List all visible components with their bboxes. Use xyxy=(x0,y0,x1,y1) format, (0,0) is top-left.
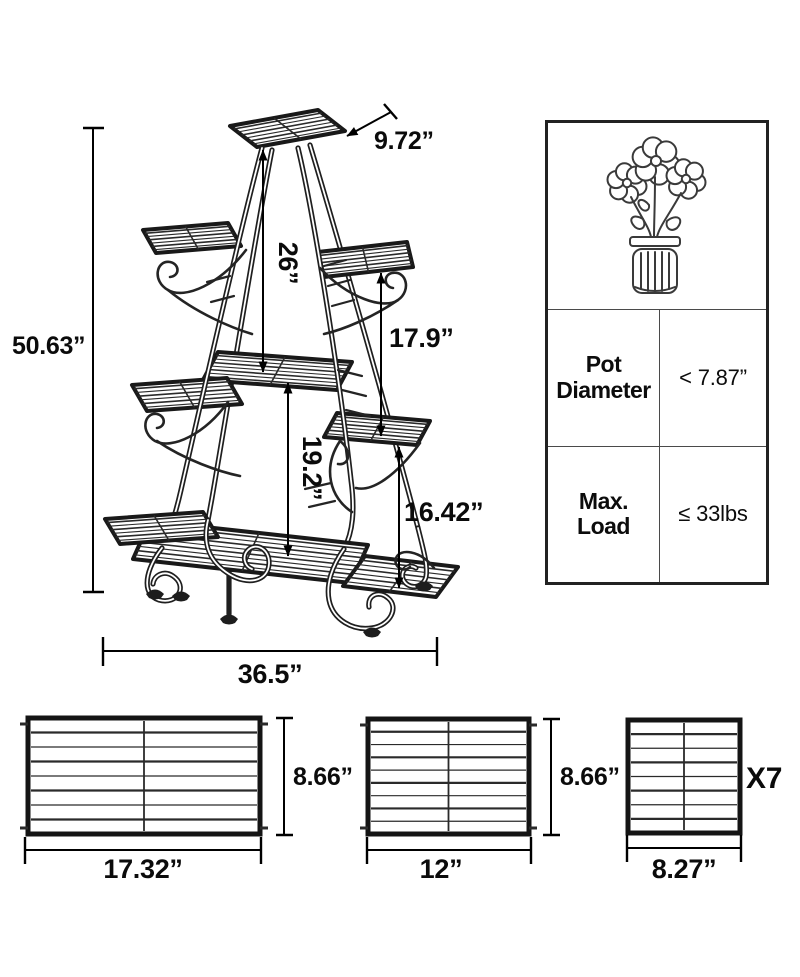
shelf-grid xyxy=(103,510,220,546)
foot xyxy=(172,591,190,602)
dim-small-shelf-width: 8.27” xyxy=(652,854,717,884)
foot xyxy=(220,614,238,625)
max-load-value: ≤ 33lbs xyxy=(678,501,748,527)
flower-vase-icon xyxy=(606,136,707,294)
dim-lower-right-gap: 16.42” xyxy=(404,497,483,527)
dim-large-shelf-height: 8.66” xyxy=(293,763,353,791)
foot xyxy=(363,627,381,638)
stand-shelves-bottom xyxy=(103,510,460,599)
spec-panel: Pot Diameter < 7.87” Max. Load ≤ 33lbs xyxy=(545,120,769,585)
dim-upper-right-gap: 17.9” xyxy=(389,323,454,353)
frame-rungs xyxy=(205,258,372,509)
dim-medium-shelf-height: 8.66” xyxy=(560,763,620,791)
dim-overall-height: 50.63” xyxy=(12,332,85,360)
flower-icon xyxy=(631,136,681,186)
shelf-grid xyxy=(316,240,415,279)
shelf-top-view-small xyxy=(625,717,743,836)
vase-body xyxy=(629,176,682,294)
flower-icon xyxy=(665,158,707,200)
dim-large-shelf-width: 17.32” xyxy=(103,854,182,884)
small-shelf-count: X7 xyxy=(746,762,782,795)
shelf-grid xyxy=(130,376,244,413)
max-load-label: Max. Load xyxy=(548,446,660,582)
shelf-top-views: 8.66” 17.32” 8.66” 12” X7 8.27” xyxy=(20,715,782,884)
dim-overall-width: 36.5” xyxy=(238,659,303,689)
dim-middle-to-bottom: 19.2” xyxy=(297,436,327,501)
shelf-grid xyxy=(141,221,243,255)
stand-shelves-upper xyxy=(130,108,432,447)
foot xyxy=(146,589,164,600)
dim-top-shelf-width: 9.72” xyxy=(374,127,434,155)
shelf-grid xyxy=(228,108,347,149)
spec-row-max-load: Max. Load ≤ 33lbs xyxy=(548,445,766,582)
scroll-brackets xyxy=(144,248,422,514)
stand-feet xyxy=(146,581,433,638)
dim-top-to-middle: 26” xyxy=(273,242,303,285)
shelf-top-view-large xyxy=(20,715,268,837)
spec-row-pot-diameter: Pot Diameter < 7.87” xyxy=(548,310,766,446)
foot xyxy=(415,581,433,592)
spec-illustration-cell xyxy=(548,123,766,310)
shelf-dimension-annotations: 8.66” 17.32” 8.66” 12” X7 8.27” xyxy=(23,716,782,884)
dim-medium-shelf-width: 12” xyxy=(420,854,463,884)
dimension-annotations: 50.63” 9.72” 26” 17.9” 19.2” 16.42” 36.5… xyxy=(12,103,484,689)
pot-diameter-value: < 7.87” xyxy=(679,364,747,390)
shelf-top-view-medium xyxy=(360,716,537,837)
plant-stand-diagram: 50.63” 9.72” 26” 17.9” 19.2” 16.42” 36.5… xyxy=(12,103,484,689)
pot-diameter-label: Pot Diameter xyxy=(548,310,660,446)
